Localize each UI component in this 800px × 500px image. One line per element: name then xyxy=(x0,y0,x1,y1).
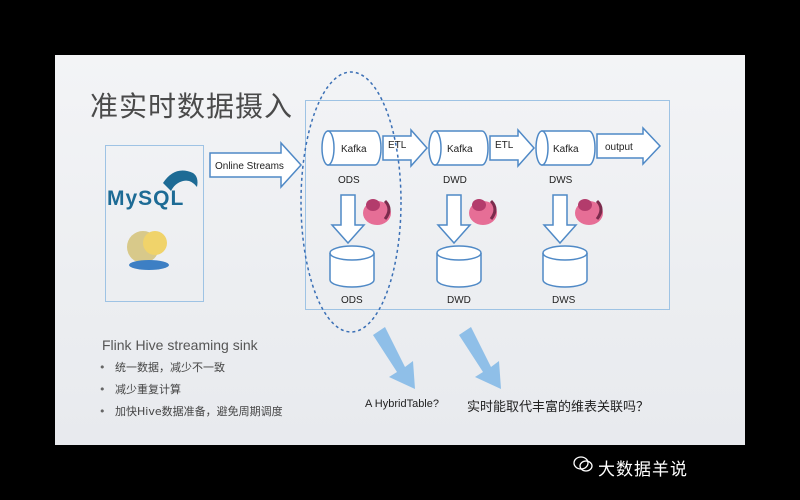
etl-label: ETL xyxy=(495,140,514,151)
kafka-node-dws: Kafka xyxy=(535,130,596,166)
watermark: 大数据羊说 xyxy=(598,460,688,480)
mysql-logo: MySQL xyxy=(107,187,184,211)
kafka-label: Kafka xyxy=(341,144,367,155)
bullet-item: 统一数据，减少不一致 xyxy=(99,357,283,379)
question-hybrid-table: A HybridTable? xyxy=(365,398,439,410)
hive-table-dwd xyxy=(436,245,482,288)
kafka-node-ods: Kafka xyxy=(321,130,382,166)
pipeline-box xyxy=(305,100,670,310)
sink-title: Flink Hive streaming sink xyxy=(102,337,258,353)
question-dimension-join: 实时能取代丰富的维表关联吗？ xyxy=(467,400,650,415)
source-box xyxy=(105,145,204,302)
flink-icon xyxy=(363,199,391,225)
big-arrow-hybrid xyxy=(373,327,415,389)
hive-table-dws xyxy=(542,245,588,288)
ods-highlight-ellipse xyxy=(300,71,402,333)
layer-label-dws: DWS xyxy=(549,175,573,186)
sink-bullets: 统一数据，减少不一致 减少重复计算 加快Hive数据准备，避免周期调度 xyxy=(99,357,283,423)
layer-label-dws: DWS xyxy=(552,295,576,306)
kafka-label: Kafka xyxy=(447,144,473,155)
hive-table-ods xyxy=(329,245,375,288)
etl-arrow-1: ETL xyxy=(382,128,429,168)
layer-label-ods: ODS xyxy=(338,175,360,186)
bullet-item: 减少重复计算 xyxy=(99,379,283,401)
flink-icon xyxy=(469,199,497,225)
flink-icon xyxy=(575,199,603,225)
layer-label-dwd: DWD xyxy=(443,175,467,186)
online-streams-arrow: Online Streams xyxy=(209,141,303,189)
kafka-node-dwd: Kafka xyxy=(428,130,489,166)
down-arrow-dws xyxy=(542,194,578,245)
layer-label-ods: ODS xyxy=(341,295,363,306)
slide: 准实时数据摄入 MySQL Flink Hive streaming sink … xyxy=(55,55,745,445)
slide-title: 准实时数据摄入 xyxy=(90,90,294,123)
pipeline-diagram: Online Streams Kafka Kafka Kafka ETL ETL xyxy=(127,71,662,389)
down-arrow-dwd xyxy=(436,194,472,245)
layer-label-dwd: DWD xyxy=(447,295,471,306)
output-arrow: output xyxy=(596,126,662,166)
etl-label: ETL xyxy=(388,140,407,151)
bullet-item: 加快Hive数据准备，避免周期调度 xyxy=(99,401,283,423)
kafka-label: Kafka xyxy=(553,144,579,155)
online-streams-label: Online Streams xyxy=(215,161,284,172)
wechat-icon xyxy=(573,456,593,472)
etl-arrow-2: ETL xyxy=(489,128,536,168)
mysql-logo-text: MySQL xyxy=(107,187,185,210)
dolphin-icon xyxy=(163,170,198,191)
hive-icon xyxy=(127,231,169,270)
down-arrow-ods xyxy=(330,194,366,245)
output-label: output xyxy=(605,142,633,153)
big-arrow-join xyxy=(459,327,501,389)
